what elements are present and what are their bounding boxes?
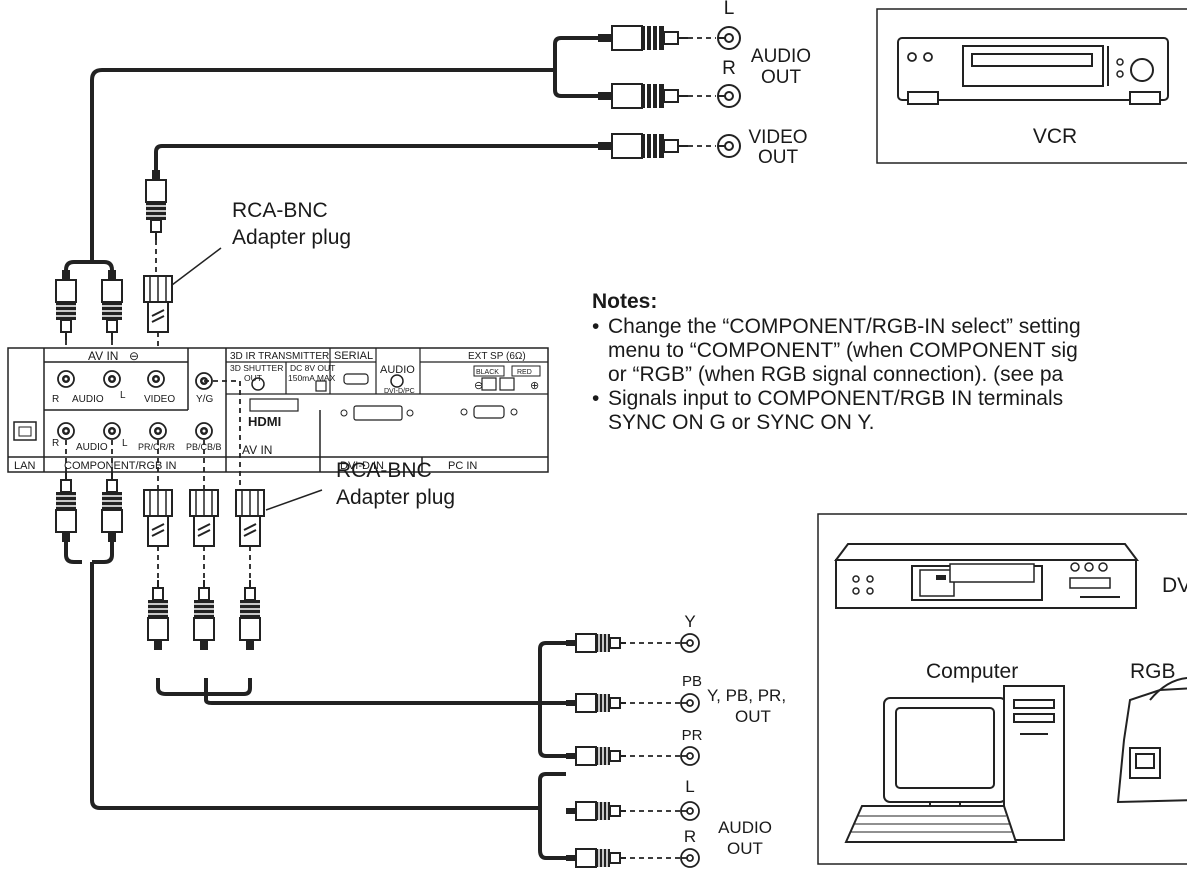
notes-title: Notes:: [592, 290, 658, 313]
note-item: Change the “COMPONENT/RGB-IN select” set…: [592, 315, 1187, 387]
adapter-bottom-label-1: RCA-BNC: [336, 459, 432, 482]
panel-pc-in: PC IN: [448, 460, 477, 472]
panel-serial: SERIAL: [334, 350, 373, 362]
panel-comp-audio: AUDIO: [76, 442, 108, 453]
panel-lan: LAN: [14, 460, 35, 472]
cables: [64, 36, 598, 860]
panel-yg: Y/G: [196, 394, 213, 405]
computer-label: Computer: [926, 660, 1018, 683]
dvd-label: DV: [1162, 574, 1187, 597]
video-out-label-2: OUT: [758, 147, 799, 168]
note-1-line-2: menu to “COMPONENT” (when COMPONENT sig: [608, 339, 1078, 362]
note-2-line-2: SYNC ON G or SYNC ON Y.: [608, 411, 875, 434]
panel-audio-r: R: [52, 394, 59, 405]
terminal-panel: AV IN ⊖ R AUDIO L VIDEO Y/G R AUDIO L PR…: [7, 347, 549, 473]
note-1-line-3: or “RGB” (when RGB signal connection). (…: [608, 363, 1064, 386]
computer-icon: [844, 685, 1065, 843]
adapter-bottom-label-2: Adapter plug: [336, 486, 455, 509]
audio-out-label-1: AUDIO: [751, 46, 811, 67]
audio2-out-label-1: AUDIO: [718, 818, 772, 837]
svg-text:⊖: ⊖: [474, 380, 483, 392]
panel-ir-transmitter: 3D IR TRANSMITTER: [230, 351, 329, 362]
panel-hdmi: HDMI: [248, 414, 281, 429]
panel-audio-box: AUDIO: [380, 364, 415, 376]
panel-dc-out: DC 8V OUT: [290, 363, 335, 373]
panel-dc-ma: 150mA MAX: [288, 373, 336, 383]
vcr-label: VCR: [1033, 125, 1077, 148]
note-2-line-1: Signals input to COMPONENT/RGB IN termin…: [608, 387, 1064, 410]
audio2-l-label: L: [685, 777, 694, 796]
panel-black: BLACK: [476, 369, 499, 376]
note-1-line-1: Change the “COMPONENT/RGB-IN select” set…: [608, 315, 1081, 338]
audio2-out-label-2: OUT: [727, 839, 763, 858]
panel-audio-l: L: [120, 390, 126, 401]
comp-out-label-2: OUT: [735, 707, 771, 726]
panel-shutter: 3D SHUTTER: [230, 363, 283, 373]
panel-red: RED: [517, 369, 532, 376]
panel-av-in: AV IN: [88, 349, 118, 363]
panel-av-in-hdmi: AV IN: [242, 443, 272, 457]
panel-dvid-pc: DVI-D/PC: [384, 388, 415, 395]
note-item: Signals input to COMPONENT/RGB IN termin…: [592, 387, 1187, 435]
video-out-label-1: VIDEO: [748, 127, 807, 148]
panel-component-rgb-in: COMPONENT/RGB IN: [64, 460, 177, 472]
audio-l-label: L: [724, 0, 735, 19]
svg-text:⊕: ⊕: [530, 380, 539, 392]
panel-shutter-out: OUT: [244, 373, 262, 383]
comp-pr-label: PR: [682, 727, 703, 744]
rgb-label: RGB: [1130, 660, 1176, 683]
comp-out-label-1: Y, PB, PR,: [707, 686, 786, 705]
panel-comp-l: L: [122, 438, 128, 449]
audio-out-label-2: OUT: [761, 67, 802, 88]
audio2-r-label: R: [684, 827, 696, 846]
camera-icon: [1116, 677, 1187, 804]
panel-pb: PB/CB/B: [186, 442, 222, 452]
dvd-player-icon: [834, 543, 1139, 609]
audio-r-label: R: [722, 58, 736, 79]
svg-text:⊖: ⊖: [129, 349, 139, 363]
panel-ext-sp: EXT SP (6Ω): [468, 351, 526, 362]
comp-pb-label: PB: [682, 673, 702, 690]
panel-video: VIDEO: [144, 394, 175, 405]
adapter-top-label-1: RCA-BNC: [232, 199, 328, 222]
vcr-device: VCR: [876, 8, 1187, 164]
comp-y-label: Y: [684, 612, 695, 631]
panel-comp-r: R: [52, 438, 59, 449]
panel-dvid-in: DVI-D IN: [340, 460, 384, 472]
panel-audio: AUDIO: [72, 394, 104, 405]
source-devices-box: DV Computer RGB: [817, 513, 1187, 865]
adapter-top-label-2: Adapter plug: [232, 226, 351, 249]
notes-section: Notes: Change the “COMPONENT/RGB-IN sele…: [592, 290, 1187, 435]
panel-pr: PR/CR/R: [138, 442, 176, 452]
